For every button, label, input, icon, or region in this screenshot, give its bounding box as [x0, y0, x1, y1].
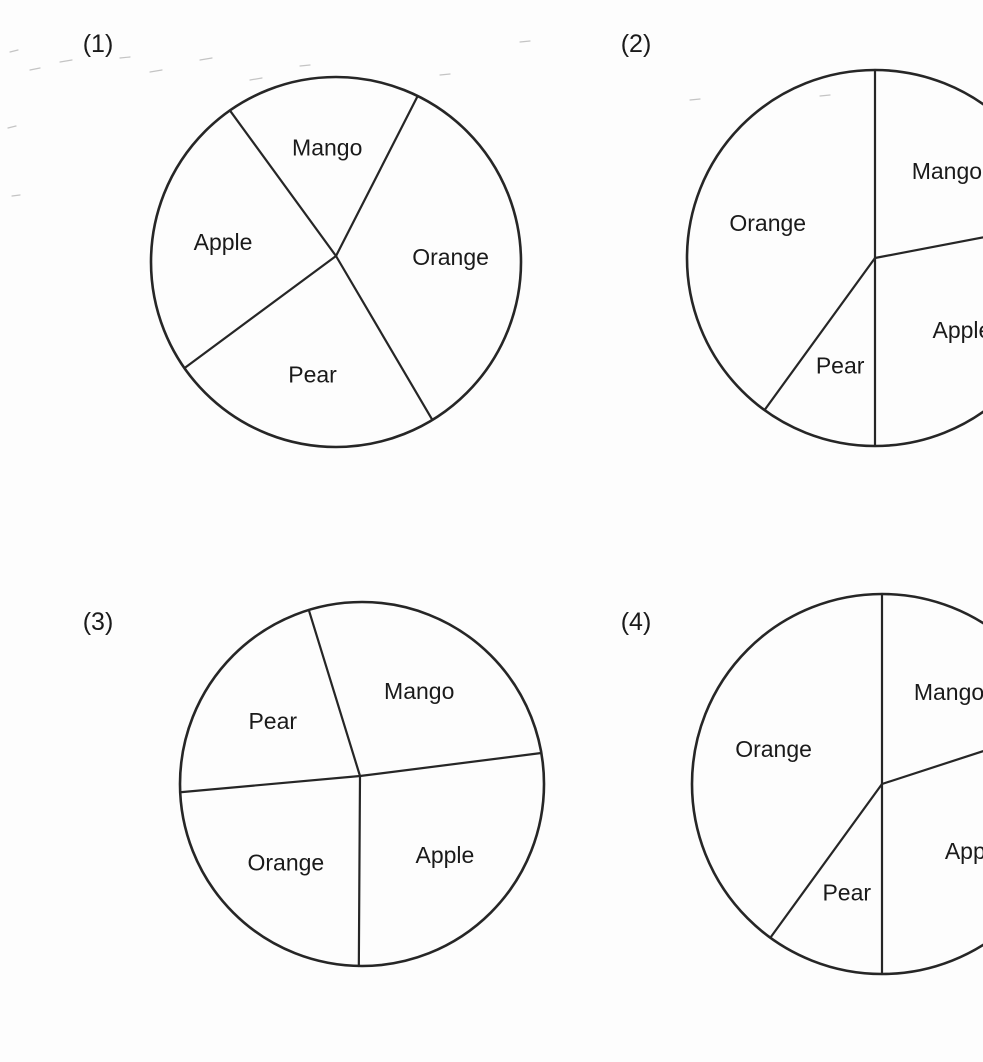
slice-label-mango: Mango — [384, 678, 454, 704]
slice-divider — [880, 750, 983, 786]
scan-noise — [7, 40, 831, 197]
slice-label-mango: Mango — [912, 158, 982, 184]
pie-chart-2: MangoApplePear Orange — [685, 68, 983, 448]
slice-divider — [769, 782, 884, 939]
slice-label-apple: Apple — [415, 842, 474, 868]
slice-label-mango: Mango — [292, 135, 362, 161]
panel-label-2: (2) — [621, 30, 652, 58]
slice-label-orange: Orange — [412, 244, 489, 270]
pie-chart-4: MangoApplePear Orange — [690, 592, 983, 976]
slice-divider — [228, 109, 338, 258]
slice-divider — [873, 236, 983, 260]
slice-divider — [357, 774, 362, 968]
slice-label-pear: Pear — [288, 361, 337, 387]
panel-label-1: (1) — [83, 30, 114, 58]
slice-label-pear: Pear — [822, 879, 871, 905]
slice-divider — [334, 254, 434, 422]
pie-outline — [685, 68, 983, 448]
slice-label-pear: Pear — [248, 708, 297, 734]
slice-label-apple: Apple — [194, 229, 253, 255]
slice-label-apple: Apple — [932, 317, 983, 343]
pie-outline — [178, 600, 546, 968]
slice-label-pear: Pear — [816, 352, 865, 378]
slice-divider — [763, 256, 877, 412]
panel-label-4: (4) — [621, 608, 652, 636]
pie-outline — [149, 75, 523, 449]
slice-label-orange: Orange — [735, 736, 812, 762]
slice-divider — [307, 608, 362, 778]
slice-divider — [358, 751, 543, 778]
slice-divider — [334, 94, 419, 258]
slice-label-orange: Orange — [248, 849, 325, 875]
slice-label-mango: Mango — [914, 679, 983, 705]
panel-label-3: (3) — [83, 608, 114, 636]
slice-label-orange: Orange — [729, 210, 806, 236]
pie-outline — [690, 592, 983, 976]
slice-divider — [183, 254, 338, 370]
slice-label-apple: Apple — [945, 838, 983, 864]
slice-divider — [179, 774, 362, 794]
